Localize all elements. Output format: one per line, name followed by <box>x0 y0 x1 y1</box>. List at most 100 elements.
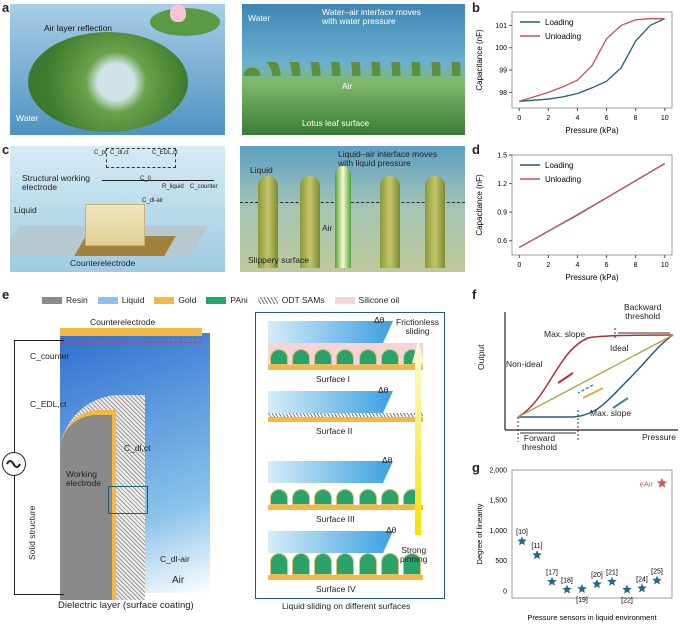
solid-structure-label: Solid structure <box>27 505 37 560</box>
legend-label: Unloading <box>545 175 581 184</box>
legend-item: PAni <box>206 295 248 305</box>
star-marker <box>562 584 572 594</box>
star-marker <box>577 583 587 593</box>
counterelectrode-label-e: Counterelectrode <box>90 317 156 327</box>
x-axis-label: Pressure (kPa) <box>565 273 619 282</box>
pani-bump <box>292 349 311 365</box>
point-label: [20] <box>591 572 603 579</box>
circuit-c0: C_0 <box>140 176 152 182</box>
legend-label: Loading <box>545 161 573 170</box>
surface-label: Surface IV <box>316 584 356 594</box>
max-slope-bottom-label: Max. slope <box>590 408 632 418</box>
legend-item: Liquid <box>97 295 145 305</box>
y-tick-label: 2,000 <box>489 468 507 475</box>
backward-threshold-label: Backward threshold <box>624 302 662 322</box>
legend-swatch <box>97 296 118 304</box>
legend-label: Loading <box>545 18 573 27</box>
surface-label: Surface I <box>316 374 351 384</box>
legend-label: Resin <box>66 295 88 305</box>
legend-swatch <box>42 296 62 304</box>
y-axis-label: Capacitance (nF) <box>475 174 484 236</box>
x-tick-label: 4 <box>576 115 580 122</box>
pani-bump <box>314 489 333 505</box>
x-axis-label: Pressure sensors in liquid environment <box>527 613 657 622</box>
legend-swatch <box>154 296 175 304</box>
pani-bump <box>402 553 421 575</box>
point-label: [22] <box>621 598 633 605</box>
pillar <box>380 176 400 268</box>
surface-label: Surface II <box>316 426 353 436</box>
y-tick-label: 0.9 <box>497 210 507 217</box>
star-marker <box>532 550 542 560</box>
legend-swatch <box>257 296 278 304</box>
pani-bump <box>292 489 311 505</box>
sensor-render: Structural working electrode Liquid Coun… <box>10 146 225 272</box>
pani-bump <box>358 349 377 365</box>
pani-bump <box>336 349 355 365</box>
surface-texture <box>268 553 423 575</box>
circuit-ccounter: C_counter <box>190 184 218 190</box>
air-label-e: Air <box>172 575 185 586</box>
delta-theta-label: Δθ <box>382 455 393 465</box>
c-counter-label: C_counter <box>30 351 70 361</box>
pani-bump <box>358 553 377 575</box>
pani-bump <box>270 553 289 575</box>
loading-curve <box>518 334 674 418</box>
ideal-back-arrow-icon <box>577 384 594 394</box>
legend-label: Liquid <box>121 295 145 305</box>
y-tick-label: 99 <box>499 68 507 75</box>
air-label: Air <box>342 81 353 91</box>
pani-bump <box>336 489 355 505</box>
counterelectrode-label: Counterelectrode <box>70 258 136 268</box>
panel-label-c: c <box>2 142 10 157</box>
panel-label-e: e <box>2 287 10 302</box>
plot-frame <box>511 11 673 109</box>
gold-base <box>268 505 423 510</box>
x-tick-label: 6 <box>605 115 609 122</box>
pani-bump <box>314 349 333 365</box>
sliding-arrow-icon <box>412 340 424 535</box>
working-electrode-block <box>85 204 145 246</box>
c-edl-label: C_EDL,ct <box>30 399 67 409</box>
delta-theta-label: Δθ <box>378 385 389 395</box>
delta-theta-label: Δθ <box>374 315 385 325</box>
legend-item: Resin <box>42 295 88 305</box>
x-tick-label: 0 <box>517 115 521 122</box>
legend-label: PAni <box>230 295 248 305</box>
y-tick-label: 98 <box>499 90 507 97</box>
surface-label: Surface III <box>316 514 355 524</box>
panel-label-f: f <box>472 287 477 302</box>
star-marker <box>637 583 647 593</box>
slippery-label: Slippery surface <box>248 255 309 265</box>
plot-frame <box>511 154 673 256</box>
structural-electrode-label: Structural working electrode <box>22 173 91 193</box>
f-xlabel: Pressure <box>642 432 677 442</box>
pani-bump <box>380 489 399 505</box>
surface-texture <box>268 483 423 505</box>
air-layer-label: Air layer reflection <box>44 23 113 33</box>
gold-base <box>268 417 423 422</box>
liquid-droplet <box>268 391 393 413</box>
gold-base <box>268 575 423 580</box>
lotus-leaf <box>28 32 188 132</box>
liquid-droplet <box>268 321 393 343</box>
pani-bump <box>336 553 355 575</box>
circuit-wire <box>102 180 214 181</box>
point-label: [25] <box>651 568 663 575</box>
legend-swatch <box>206 296 227 304</box>
y-axis-label: Capacitance (nF) <box>475 29 484 91</box>
pani-bump <box>314 553 333 575</box>
x-tick-label: 6 <box>605 262 609 269</box>
series-line-unloading <box>519 18 665 102</box>
resin-structure <box>60 415 112 600</box>
ideal-label: Ideal <box>610 343 629 353</box>
delta-theta-label: Δθ <box>386 525 397 535</box>
star-marker <box>547 576 557 586</box>
highlight-star-marker <box>656 477 668 488</box>
x-tick-label: 10 <box>661 262 669 269</box>
gold-base <box>268 365 423 370</box>
plot-frame <box>511 469 673 599</box>
legend-item: ODT SAMs <box>257 295 325 305</box>
legend-item: Silicone oil <box>334 295 399 305</box>
